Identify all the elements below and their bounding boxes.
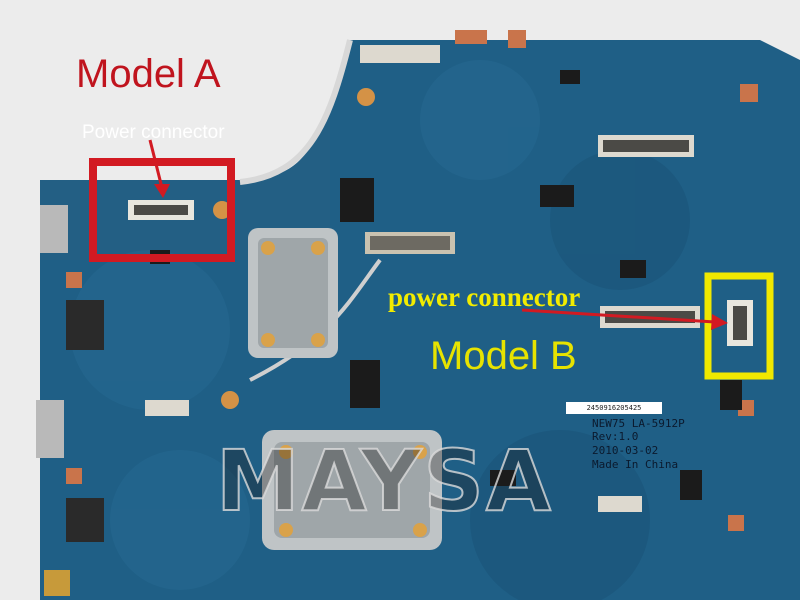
pcb-board-a — [40, 110, 330, 260]
heatsink-upper — [248, 228, 338, 358]
mounting-pads — [66, 30, 758, 531]
board-revision-text: Rev:1.0 — [592, 430, 639, 443]
arrow-b — [521, 308, 728, 330]
board-edge — [239, 39, 353, 185]
board-origin-text: Made In China — [592, 458, 679, 471]
model-b-highlight-box — [704, 272, 774, 380]
model-b-label: Model B — [430, 334, 577, 378]
serial-sticker: 2450916205425 — [566, 402, 662, 414]
model-a-label: Model A — [76, 52, 221, 96]
power-connector-a-slot — [134, 205, 188, 215]
board-model-text: NEW75 LA-5912P — [592, 417, 685, 430]
watermark: MAYSA — [215, 431, 553, 531]
power-connector-b-slot — [733, 306, 747, 340]
heatsink-lower — [262, 430, 442, 550]
model-a-highlight-box — [89, 158, 235, 262]
power-connector-a-label: Power connector — [82, 122, 225, 143]
screw-holes — [213, 88, 375, 409]
board-date-text: 2010-03-02 — [592, 444, 659, 457]
power-connector-b-label: power connector — [388, 282, 581, 312]
ic-chips — [150, 70, 742, 500]
arrow-a — [148, 139, 170, 198]
ribbon-connectors — [145, 45, 700, 512]
io-ports — [36, 205, 104, 596]
